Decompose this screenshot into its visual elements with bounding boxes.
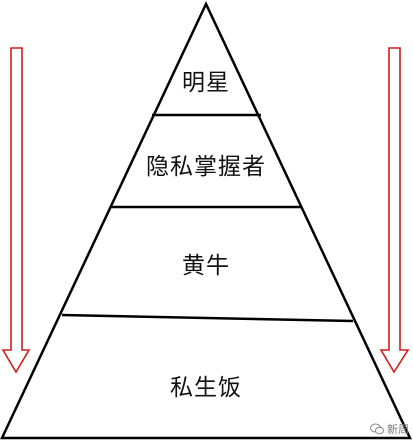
pyramid-outline	[0, 1, 412, 440]
watermark-text: 新周	[387, 423, 409, 436]
tier-label-privacy-holders: 隐私掌握者	[146, 154, 266, 180]
tier-divider-3	[61, 313, 354, 323]
left-down-arrow-icon	[1, 47, 31, 374]
tier-label-sasaeng-fans: 私生饭	[170, 375, 242, 401]
right-down-arrow-icon	[379, 47, 410, 374]
tier-label-stars: 明星	[182, 70, 230, 96]
wechat-icon	[370, 423, 384, 435]
tier-label-scalpers: 黄牛	[182, 253, 230, 279]
watermark: 新周	[370, 421, 409, 437]
